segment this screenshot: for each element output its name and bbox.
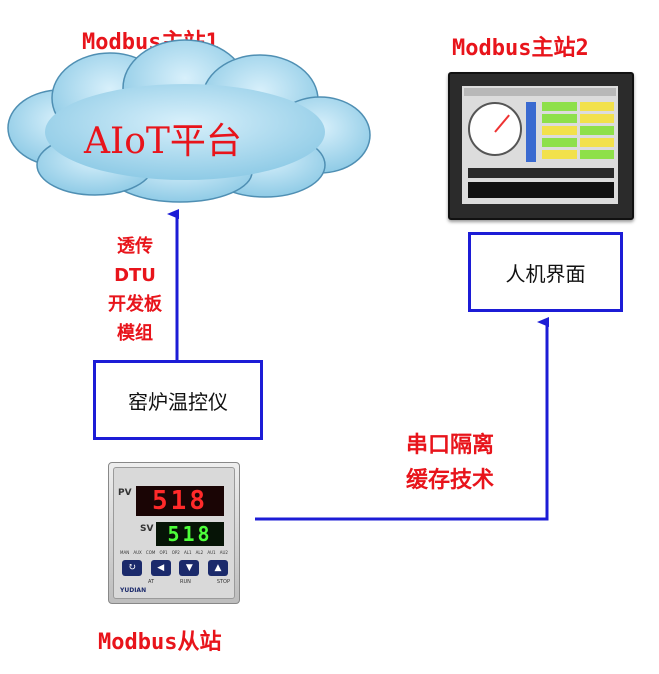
indicator-label: AU2 (219, 550, 228, 555)
indicator-label: AUX (133, 550, 142, 555)
pv-value: 518 (152, 486, 208, 516)
indicator-label: AU1 (207, 550, 216, 555)
down-button[interactable]: ▼ (179, 560, 200, 576)
sv-tag: SV (140, 524, 154, 534)
dtu-line-4: 模组 (117, 323, 153, 344)
hmi-box-label: 人机界面 (505, 261, 586, 286)
temperature-controller: PV 518 SV 518 MAN AUX COM OP1 OP2 AL1 AL… (108, 462, 240, 604)
stop-caption: STOP (216, 579, 230, 585)
at-caption: AT (148, 579, 155, 585)
hmi-device (448, 72, 634, 220)
slave-title: Modbus从站 (98, 630, 222, 655)
indicator-label: OP2 (171, 550, 180, 555)
serial-label: 串口隔离 缓存技术 (380, 428, 520, 498)
pv-display: 518 (136, 486, 224, 516)
indicator-label: AL1 (184, 550, 192, 555)
hmi-footer-bar (468, 182, 614, 198)
hmi-button-grid (542, 102, 614, 164)
indicator-label: OP1 (159, 550, 168, 555)
kiln-box-label: 窑炉温控仪 (128, 389, 228, 414)
gauge-icon (468, 102, 522, 156)
indicator-label: MAN (120, 550, 130, 555)
dtu-line-3: 开发板 (108, 294, 162, 315)
kiln-controller-box: 窑炉温控仪 (93, 360, 263, 440)
left-button[interactable]: ◀ (150, 560, 171, 576)
pv-tag: PV (118, 488, 132, 498)
serial-line-1: 串口隔离 (405, 433, 494, 458)
hmi-screen (462, 86, 618, 204)
controller-faceplate: PV 518 SV 518 MAN AUX COM OP1 OP2 AL1 AL… (113, 467, 235, 599)
controller-button-row: ↻ ◀ ▼ ▲ (122, 560, 228, 576)
hmi-status-bar (468, 168, 614, 178)
dtu-line-2: DTU (114, 265, 156, 286)
indicator-label: AL2 (195, 550, 204, 555)
arrow-to-hmi (255, 317, 549, 521)
serial-line-2: 缓存技术 (405, 468, 494, 493)
hmi-box: 人机界面 (468, 232, 623, 312)
indicator-label: COM (145, 550, 156, 555)
button-caption-row: AT RUN STOP (148, 579, 230, 585)
sv-value: 518 (167, 522, 213, 546)
run-caption: RUN (180, 579, 191, 585)
sv-display: 518 (156, 522, 224, 546)
rotate-button[interactable]: ↻ (122, 560, 142, 576)
up-button[interactable]: ▲ (207, 560, 228, 576)
master2-title: Modbus主站2 (452, 36, 589, 61)
dtu-label: 透传 DTU 开发板 模组 (100, 232, 170, 348)
level-bar (526, 102, 536, 162)
indicator-row: MAN AUX COM OP1 OP2 AL1 AL2 AU1 AU2 (120, 550, 228, 555)
hmi-title-strip (464, 88, 616, 96)
dtu-line-1: 透传 (117, 236, 153, 257)
cloud-label: AIoT平台 (84, 121, 242, 162)
brand-logo: YUDIAN (120, 587, 147, 594)
